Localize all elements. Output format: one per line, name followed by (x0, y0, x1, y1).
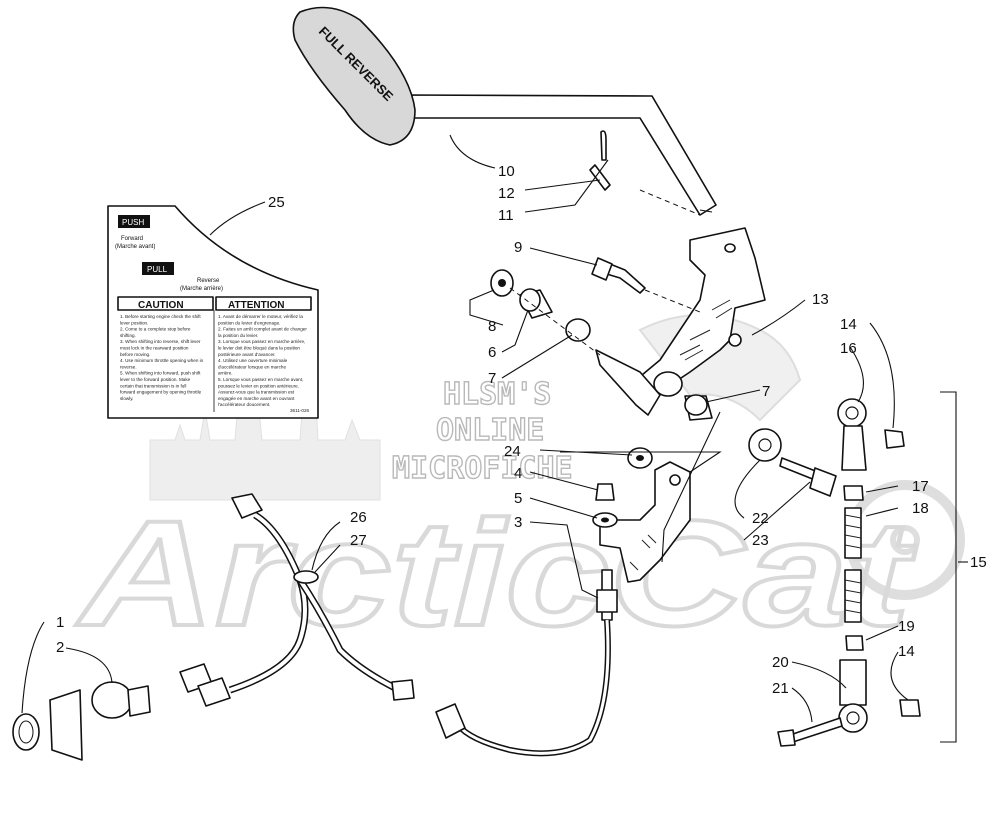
decal-push-sub2: (Marche avant) (115, 244, 155, 250)
decal-pull-sub2: (Marche arrière) (180, 286, 223, 292)
callout-17: 17 (912, 478, 929, 495)
callout-25: 25 (268, 194, 285, 211)
decal-push-box (118, 215, 150, 228)
caution-lines-line: 3. When shifting into reverse, shift lev… (120, 339, 201, 344)
caution-lines-line: 2. Come to a complete stop before (120, 327, 191, 332)
callout-2: 2 (56, 639, 64, 656)
caution-lines-line: lever to the forward position. Make (120, 377, 191, 382)
bracket-15 (940, 391, 957, 743)
attention-lines-line: poussez le levier en position antérieure… (218, 383, 299, 388)
callout-5: 5 (514, 490, 522, 507)
attention-lines-line: d'accélérateur lorsque en marche (218, 364, 286, 369)
shift-cable (435, 569, 618, 757)
watermark-line-3: MICROFICHE (392, 451, 573, 486)
decal-caution-title: CAUTION (138, 300, 184, 311)
bushing-set (490, 269, 713, 421)
caution-lines-line: slowly. (120, 396, 133, 401)
callout-8: 8 (488, 318, 496, 335)
watermark-hub (890, 525, 920, 555)
callout-13: 13 (812, 291, 829, 308)
caution-lines-line: 5. When shifting into forward, push shif… (120, 371, 201, 376)
caution-lines-line: must lock in the rearward position (120, 346, 189, 351)
tie-rod (777, 398, 921, 747)
attention-lines-line: l'accélérateur doucement. (218, 402, 270, 407)
decal-attention-text: 1. Avant de démarrer le moteur, vérifiez… (218, 314, 307, 407)
attention-lines-line: le levier doit être bloqué dans la posit… (218, 346, 300, 351)
callout-18: 18 (912, 500, 929, 517)
bolt-23 (748, 428, 837, 497)
callout-22: 22 (752, 510, 769, 527)
caution-lines-line: certain that transmission is in full (120, 383, 186, 388)
callout-4: 4 (514, 465, 522, 482)
decal-push-sub1: Forward (121, 236, 143, 242)
pivot-pin (589, 130, 611, 191)
callout-14b: 14 (898, 643, 915, 660)
callout-27: 27 (350, 532, 367, 549)
watermark-line-2: ONLINE (436, 413, 544, 448)
decal-pull-sub1: Reverse (197, 278, 220, 284)
reverse-switch (12, 681, 151, 761)
attention-lines-line: 3. Lorsque vous passez en marche arrière… (218, 339, 305, 344)
lever-handle-grip (292, 6, 416, 146)
callout-labels: 10 12 11 25 9 13 14 16 8 6 7 7 24 4 5 3 … (56, 163, 987, 697)
caution-lines-line: lever position. (120, 320, 148, 325)
caution-lines-line: before moving. (120, 352, 150, 357)
decal-caution-header (117, 296, 214, 311)
shift-lever: FULL REVERSE (292, 6, 717, 216)
attention-lines-line: 5. Lorsque vous passez en marche avant, (218, 377, 303, 382)
callout-20: 20 (772, 654, 789, 671)
attention-lines-line: postérieure avant d'avancer. (218, 352, 276, 357)
caution-lines-line: 1. Before starting engine check the shif… (120, 314, 201, 319)
callout-14a: 14 (840, 316, 857, 333)
decal-attention-header (215, 296, 312, 311)
watermark-line-1: HLSM'S (443, 377, 551, 412)
attention-lines-line: engagée en marche avant en ouvrant (218, 396, 295, 401)
watermark-brand: ArcticCat (75, 489, 918, 657)
attention-lines-line: 1. Avant de démarrer le moteur, vérifiez… (218, 314, 303, 319)
decal-attention-title: ATTENTION (228, 300, 284, 311)
callout-11: 11 (498, 207, 514, 224)
warning-decal: PUSH Forward (Marche avant) PULL Reverse… (107, 205, 319, 419)
attention-lines-line: arrière. (218, 371, 233, 376)
attention-lines-line: la position du levier. (218, 333, 258, 338)
callout-9: 9 (514, 239, 522, 256)
callout-19: 19 (898, 618, 915, 635)
cable-bracket (599, 447, 691, 583)
attention-lines-line: Assurez-vous que la transmission est (218, 390, 295, 395)
callout-10: 10 (498, 163, 515, 180)
callout-24: 24 (504, 443, 521, 460)
attention-lines-line: 2. Faites un arrêt complet avant de chan… (218, 327, 307, 332)
callout-6: 6 (488, 344, 496, 361)
nut-washer (592, 483, 618, 528)
callout-12: 12 (498, 185, 515, 202)
callout-15: 15 (970, 554, 987, 571)
bolt-9 (591, 257, 701, 313)
callout-7a: 7 (488, 370, 496, 387)
watermark: ArcticCat HLSM'S ONLINE MICROFICHE (73, 299, 965, 659)
shift-bracket (595, 227, 766, 416)
wiring-harness (179, 493, 415, 707)
callout-16: 16 (840, 340, 857, 357)
caution-lines-line: shifting. (120, 333, 136, 338)
callout-23: 23 (752, 532, 769, 549)
callout-21: 21 (772, 680, 789, 697)
leader-lines (21, 134, 968, 723)
decal-pull-box (142, 262, 174, 275)
decal-pull-label: PULL (147, 265, 168, 274)
caution-lines-line: forward engagement by opening throttle (120, 390, 202, 395)
decal-part-number: 3611-026 (290, 408, 310, 413)
callout-1: 1 (56, 614, 64, 631)
callout-7b: 7 (762, 383, 770, 400)
caution-lines-line: reverse. (120, 364, 137, 369)
callout-3: 3 (514, 514, 522, 531)
attention-lines-line: position du levier d'engrenage. (218, 320, 280, 325)
attention-lines-line: 4. Utilisez une ouverture minimale (218, 358, 288, 363)
decal-caution-text: 1. Before starting engine check the shif… (120, 314, 204, 401)
caution-lines-line: 4. Use minimum throttle opening when in (120, 358, 204, 363)
decal-push-label: PUSH (122, 218, 144, 227)
callout-26: 26 (350, 509, 367, 526)
